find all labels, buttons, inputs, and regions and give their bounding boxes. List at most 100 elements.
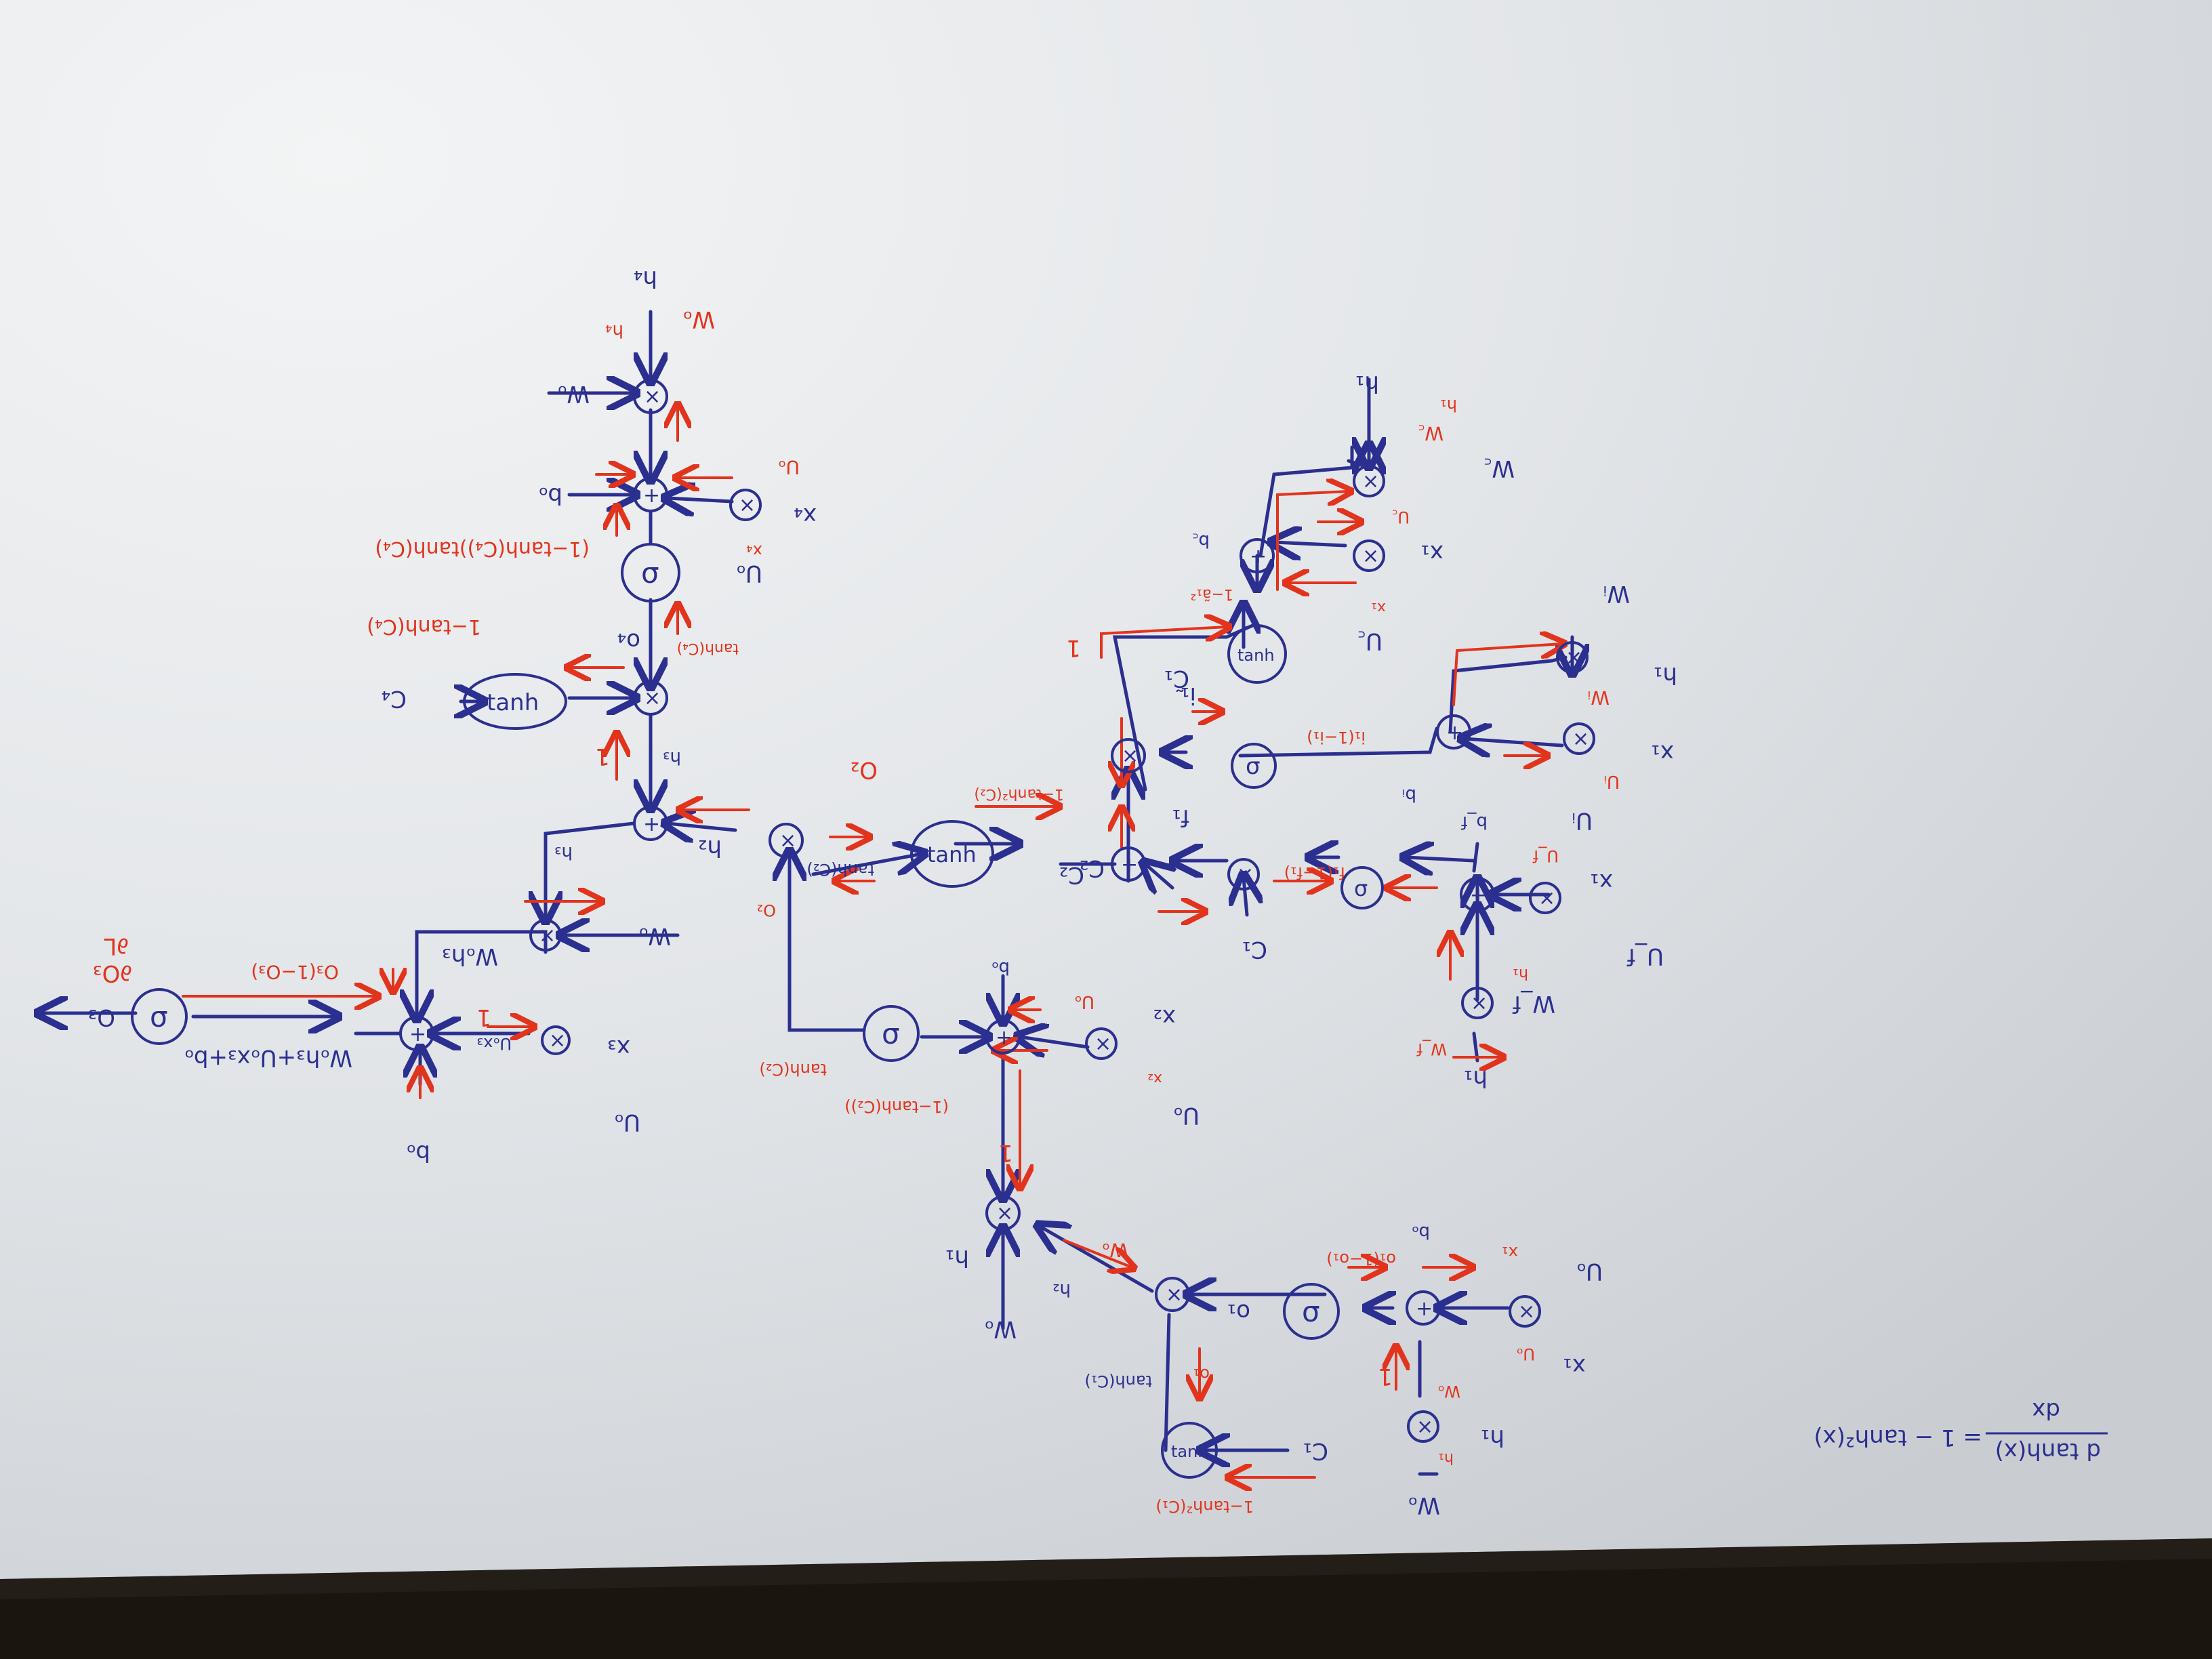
bot-times-symbol: × — [1166, 1283, 1183, 1307]
out-sigma-symbol: σ — [150, 1000, 168, 1033]
mid-h2b: h₂ — [1052, 1279, 1071, 1300]
mid-wo-red: Wₒ — [1102, 1239, 1128, 1261]
top-sigma-node — [621, 543, 680, 602]
bot-o1-grad: o₁(1−o₁) — [1326, 1250, 1396, 1269]
r-times7-symbol: × — [1471, 991, 1488, 1015]
r-bf: b_f — [1460, 812, 1488, 832]
top-one: 1 — [595, 743, 610, 770]
r-c1-times-node — [1227, 858, 1260, 890]
mid-x2-red: x₂ — [1147, 1070, 1162, 1087]
top-plus-node — [633, 477, 668, 512]
r-x1c: x₁ — [1590, 868, 1613, 895]
mid-x2-times-symbol: × — [1094, 1032, 1111, 1056]
r-h1-red: h₁ — [1440, 396, 1457, 415]
bot-uo-red: Uₒ — [1517, 1345, 1536, 1364]
mid-sigma-symbol: σ — [882, 1017, 900, 1050]
r-bi: bᵢ — [1402, 785, 1416, 805]
r-x1b: x₁ — [1651, 739, 1674, 766]
r-wi-red: Wᵢ — [1587, 687, 1610, 709]
bot-h1-red: h₁ — [1438, 1450, 1454, 1467]
top-x4-red: x₄ — [746, 541, 762, 560]
r-times4-node — [1556, 641, 1589, 674]
mid-times-symbol: × — [779, 829, 796, 853]
mid-tanh-c2: tanh(C₂) — [806, 860, 874, 879]
top-h4: h₄ — [634, 265, 657, 292]
r-times4-symbol: × — [1565, 646, 1582, 670]
mid-o2-red: O₂ — [756, 901, 776, 920]
bot-bo: bₒ — [1412, 1222, 1430, 1242]
top-wo: Wₒ — [557, 380, 590, 407]
r-h1c: h₁ — [1464, 1065, 1488, 1092]
out-bo: bₒ — [406, 1139, 430, 1166]
top-sigma-grad: (1−tanh(C₄))tanh(C₄) — [375, 537, 590, 560]
out-dl: ∂L — [104, 933, 129, 960]
top-uo: Uₒ — [736, 560, 762, 587]
bot-h1-times-symbol: × — [1416, 1415, 1433, 1439]
r-plus2-node — [1240, 538, 1275, 573]
r-h1: h₁ — [1355, 370, 1379, 397]
r-times-node — [1111, 738, 1146, 773]
r-plus4-symbol: + — [1470, 884, 1487, 907]
bot-plus-node — [1406, 1290, 1441, 1326]
mid-h2: h₂ — [698, 834, 722, 861]
mid-one-minus-tanh: 1−tanh²(C₂) — [974, 785, 1064, 802]
r-ui: Uᵢ — [1572, 807, 1593, 834]
top-plus-symbol: + — [643, 484, 660, 508]
r-plus2-symbol: + — [1250, 545, 1267, 569]
nodes — [131, 379, 1595, 1479]
r-ui-red: Uᵢ — [1603, 771, 1620, 792]
bot-h1-times-node — [1407, 1410, 1439, 1443]
top-bo: bₒ — [538, 482, 562, 509]
bot-x1-times-node — [1509, 1295, 1541, 1328]
mid-o2: O₂ — [851, 756, 878, 783]
mid-times-node — [769, 823, 804, 858]
r-sigma2-node — [1340, 866, 1384, 909]
formula-denominator: dx — [2032, 1397, 2060, 1424]
out-sigma-grad: O₃(1−O₃) — [251, 961, 339, 983]
red-edges — [182, 407, 1562, 1477]
r-plus-node — [1111, 846, 1146, 882]
mid-uo: Uₒ — [1074, 991, 1094, 1012]
r-h1c-red: h₁ — [1513, 965, 1528, 982]
r-i-grad: i₁(1−i₁) — [1307, 728, 1366, 747]
bot-x1-times-symbol: × — [1518, 1300, 1535, 1324]
mid-h1-times-symbol: × — [996, 1202, 1013, 1225]
out-h3: h₃ — [554, 842, 573, 863]
mid-plus-symbol: + — [996, 1026, 1012, 1050]
bot-o1-red: o₁ — [1193, 1365, 1210, 1384]
mid-tanh-grad: (1−tanh(C₂)) — [844, 1097, 949, 1116]
r-wc: W꜀ — [1484, 455, 1515, 482]
r-times3-node — [1353, 465, 1385, 497]
r-times3-symbol: × — [1362, 470, 1379, 493]
top-uo-red: Uₒ — [778, 456, 800, 478]
out-woh3: Wₒh₃ — [442, 943, 498, 970]
r-wi: Wᵢ — [1603, 580, 1630, 607]
top-times-node — [633, 379, 668, 414]
r-times6-node — [1529, 882, 1561, 914]
ux3-times-node — [541, 1025, 571, 1055]
bot-wo-red: Wₒ — [1437, 1382, 1460, 1401]
wo-times-symbol: × — [539, 924, 556, 947]
r-uc-red: U꜀ — [1392, 508, 1410, 527]
mid-h1-times-node — [985, 1195, 1021, 1231]
wo-times-node — [529, 919, 562, 951]
top-one-minus-tanh: 1−tanh(C₄) — [367, 615, 481, 638]
bot-c1: C₁ — [1303, 1437, 1328, 1465]
r-i1: i₁ — [1181, 682, 1196, 709]
r-wf-red: W_f — [1416, 1040, 1447, 1059]
bot-tanh-sq: 1−tanh²(C₁) — [1155, 1497, 1254, 1516]
h3-plus-node — [633, 806, 668, 841]
r-c2: C₂ — [1080, 855, 1105, 882]
top-h4-red: h₄ — [605, 321, 623, 341]
paper-shadow-bottom — [0, 1538, 2212, 1599]
bot-h1: h₁ — [1481, 1424, 1504, 1451]
r-times2-symbol: × — [1362, 544, 1379, 568]
r-sigma-symbol: σ — [1246, 753, 1261, 780]
r-c1-tilde: C̃₁ — [1164, 665, 1189, 692]
r-times7-node — [1461, 987, 1494, 1019]
mid-bo: bₒ — [991, 958, 1010, 978]
top-c4: C₄ — [382, 685, 407, 712]
mid-uo2: Uₒ — [1173, 1102, 1200, 1129]
r-tanh-red: 1−ã₁² — [1190, 586, 1233, 602]
mid-h1: h₁ — [945, 1244, 969, 1271]
